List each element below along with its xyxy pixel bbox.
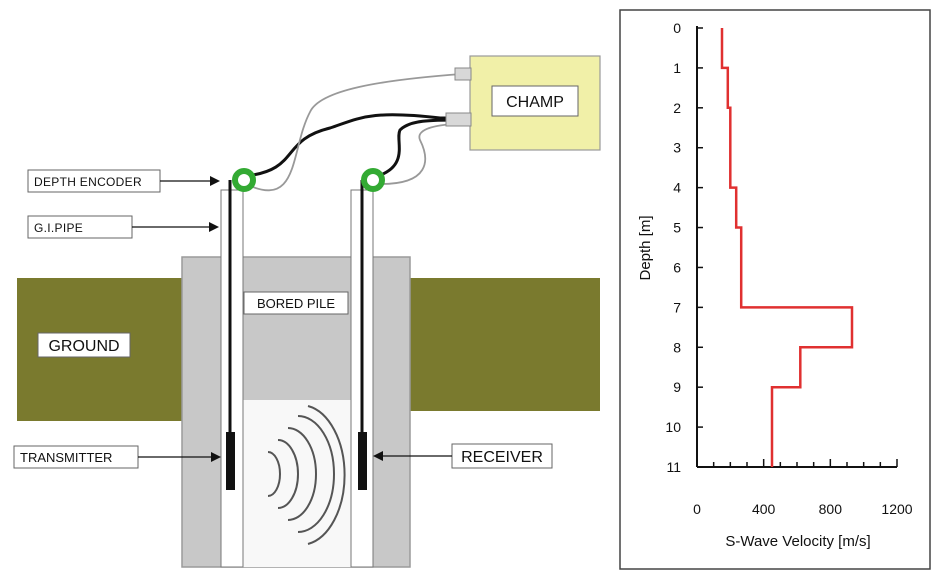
x-tick-label: 1200 <box>881 501 912 517</box>
y-tick-label: 9 <box>673 379 681 395</box>
crosshole-diagram: CHAMP DEPTH ENCODER G.I.PIPE GROUND BORE… <box>13 55 601 568</box>
receiver-label: RECEIVER <box>461 449 543 466</box>
gi-pipe-arrowhead <box>209 222 219 232</box>
depth-encoder-arrowhead <box>210 176 220 186</box>
x-tick-label: 400 <box>752 501 776 517</box>
ground-label: GROUND <box>48 338 119 355</box>
chart-frame <box>619 9 931 570</box>
depth-encoder-right <box>361 168 385 192</box>
y-tick-label: 10 <box>665 419 681 435</box>
x-axis-title: S-Wave Velocity [m/s] <box>725 533 870 550</box>
champ-connector-bottom <box>445 112 472 127</box>
y-tick-label: 7 <box>673 299 681 315</box>
champ-connector-top <box>454 67 472 81</box>
champ-label: CHAMP <box>506 94 564 111</box>
y-tick-label: 1 <box>673 60 681 76</box>
bored-pile-label: BORED PILE <box>257 296 335 311</box>
receiver-arrowhead <box>373 451 383 461</box>
transmitter-arrowhead <box>211 452 221 462</box>
depth-encoder-label: DEPTH ENCODER <box>34 175 142 189</box>
gi-pipe-left <box>220 189 244 568</box>
bored-pile-label-box <box>243 291 349 315</box>
y-tick-label: 3 <box>673 140 681 156</box>
transmitter-label: TRANSMITTER <box>20 450 112 465</box>
ground-label-box <box>37 332 131 358</box>
champ-label-box <box>491 85 579 117</box>
depth-encoder-left <box>232 168 256 192</box>
x-tick-label: 0 <box>693 501 701 517</box>
cable-black-to-champ <box>245 113 462 178</box>
wave-arcs <box>267 405 346 545</box>
cable-grey-to-champ <box>245 73 463 192</box>
velocity-chart: 0 1 2 3 4 5 6 7 8 9 10 11 0 400 800 1200 S-Wave Velocit… <box>619 9 931 570</box>
y-tick-label: 5 <box>673 220 681 236</box>
y-tick-label: 8 <box>673 339 681 355</box>
y-tick-label: 0 <box>673 20 681 36</box>
x-tick-label: 800 <box>819 501 843 517</box>
chart-plot-area: 0 1 2 3 4 5 6 7 8 9 10 11 0 400 800 1200 <box>665 20 912 517</box>
y-axis-title: Depth [m] <box>637 215 654 280</box>
y-tick-label: 4 <box>673 180 681 196</box>
cable-grey-to-champ-2 <box>377 123 463 185</box>
receiver-label-box <box>451 443 553 469</box>
receiver-probe <box>358 432 367 490</box>
transmitter-probe <box>226 432 235 490</box>
velocity-profile-line <box>720 28 854 467</box>
cable-black-to-champ-2 <box>377 118 463 178</box>
y-tick-label: 2 <box>673 100 681 116</box>
y-tick-label: 6 <box>673 259 681 275</box>
gi-pipe-label: G.I.PIPE <box>34 221 83 235</box>
y-tick-label: 11 <box>666 459 681 475</box>
ground-right <box>409 278 600 411</box>
